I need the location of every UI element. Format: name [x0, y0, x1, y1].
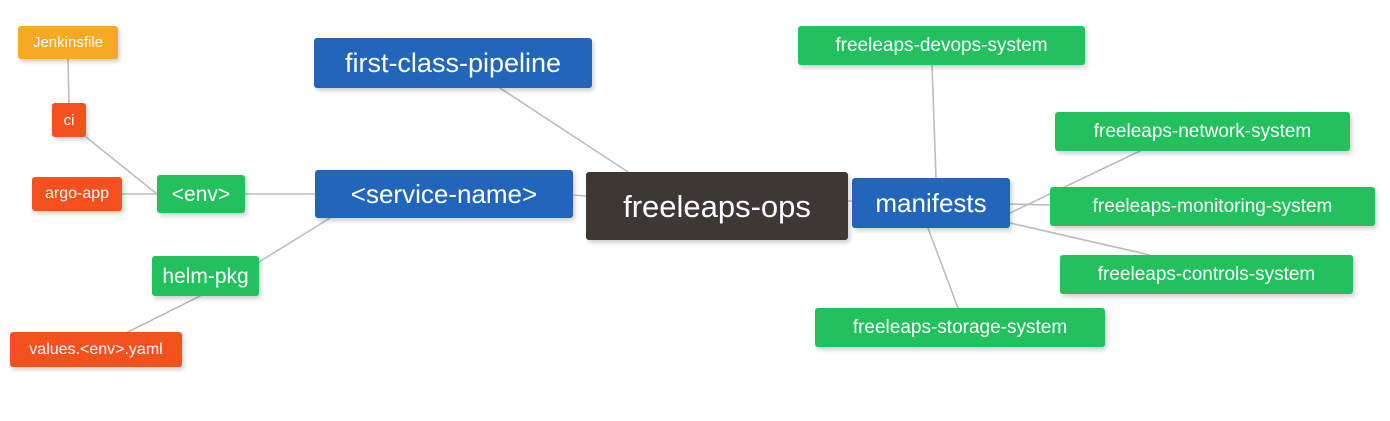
edge-manifests-to-freeleaps-storage-system: [927, 227, 959, 309]
node-label-manifests: manifests: [875, 188, 987, 218]
node-label-service-name: <service-name>: [350, 179, 538, 209]
node-freeleaps-controls-system[interactable]: freeleaps-controls-system: [1060, 255, 1353, 294]
edge-jenkinsfile-to-ci: [67, 58, 70, 104]
node-label-freeleaps-storage-system: freeleaps-storage-system: [852, 317, 1068, 338]
node-freeleaps-ops[interactable]: freeleaps-ops: [586, 172, 848, 240]
node-jenkinsfile[interactable]: Jenkinsfile: [18, 26, 118, 59]
node-label-helm-pkg: helm-pkg: [162, 264, 249, 288]
node-label-freeleaps-network-system: freeleaps-network-system: [1093, 121, 1312, 142]
node-label-freeleaps-devops-system: freeleaps-devops-system: [835, 35, 1048, 56]
node-label-first-class-pipeline: first-class-pipeline: [344, 47, 562, 78]
node-freeleaps-network-system[interactable]: freeleaps-network-system: [1055, 112, 1350, 151]
node-label-freeleaps-ops: freeleaps-ops: [623, 188, 811, 224]
node-label-jenkinsfile: Jenkinsfile: [32, 34, 104, 51]
node-label-values-env-yaml: values.<env>.yaml: [29, 340, 163, 358]
node-label-ci: ci: [63, 111, 75, 129]
edge-manifests-to-freeleaps-controls-system: [1009, 222, 1151, 256]
node-ci[interactable]: ci: [52, 103, 86, 137]
node-manifests[interactable]: manifests: [852, 178, 1010, 228]
edge-service-name-to-freeleaps-ops: [572, 194, 587, 197]
node-label-env: <env>: [171, 182, 231, 206]
node-first-class-pipeline[interactable]: first-class-pipeline: [314, 38, 592, 88]
node-service-name[interactable]: <service-name>: [315, 170, 573, 218]
node-env[interactable]: <env>: [157, 175, 245, 213]
node-label-argo-app: argo-app: [44, 185, 110, 202]
node-freeleaps-monitoring-system[interactable]: freeleaps-monitoring-system: [1050, 187, 1375, 226]
node-values-env-yaml[interactable]: values.<env>.yaml: [10, 332, 182, 367]
edge-first-class-pipeline-to-freeleaps-ops: [499, 87, 629, 173]
edge-service-name-to-helm-pkg: [258, 217, 331, 263]
node-freeleaps-devops-system[interactable]: freeleaps-devops-system: [798, 26, 1085, 65]
edge-manifests-to-freeleaps-monitoring-system: [1009, 203, 1051, 206]
node-freeleaps-storage-system[interactable]: freeleaps-storage-system: [815, 308, 1105, 347]
edge-manifests-to-freeleaps-devops-system: [931, 64, 937, 179]
node-argo-app[interactable]: argo-app: [32, 177, 122, 211]
node-label-freeleaps-monitoring-system: freeleaps-monitoring-system: [1092, 196, 1333, 217]
node-label-freeleaps-controls-system: freeleaps-controls-system: [1097, 264, 1316, 285]
node-helm-pkg[interactable]: helm-pkg: [152, 256, 259, 296]
edge-helm-pkg-to-values-env-yaml: [127, 295, 201, 333]
